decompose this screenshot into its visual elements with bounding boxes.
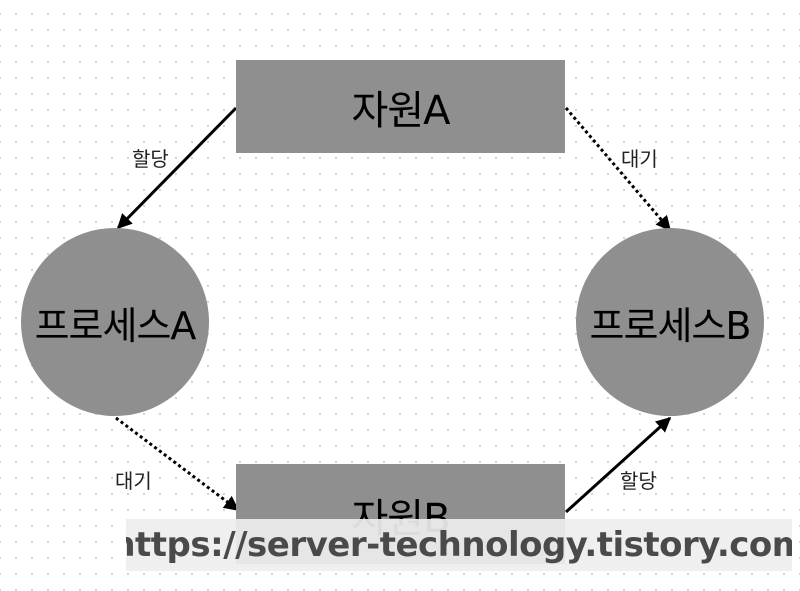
watermark-text: https://server-technology.tistory.com [126, 525, 792, 565]
process-b-label: 프로세스B [589, 303, 752, 348]
process-b-node: 프로세스B [576, 228, 764, 416]
edge-resource-a-to-process-a [116, 106, 238, 230]
edge-label-resource-b-to-process-b: 할당 [620, 469, 657, 493]
edge-process-a-to-resource-b [115, 416, 240, 512]
resource-a-label: 자원A [351, 87, 451, 134]
edge-resource-a-to-process-b [564, 107, 672, 232]
edge-resource-b-to-process-b [564, 416, 672, 514]
resource-a-node: 자원A [236, 60, 565, 153]
process-a-label: 프로세스A [34, 303, 197, 348]
edge-label-process-a-to-resource-b: 대기 [115, 469, 152, 493]
edge-label-resource-a-to-process-a: 할당 [132, 147, 169, 171]
process-a-node: 프로세스A [21, 228, 209, 416]
watermark-url: https://server-technology.tistory.com [126, 519, 792, 571]
edge-label-resource-a-to-process-b: 대기 [621, 147, 658, 171]
